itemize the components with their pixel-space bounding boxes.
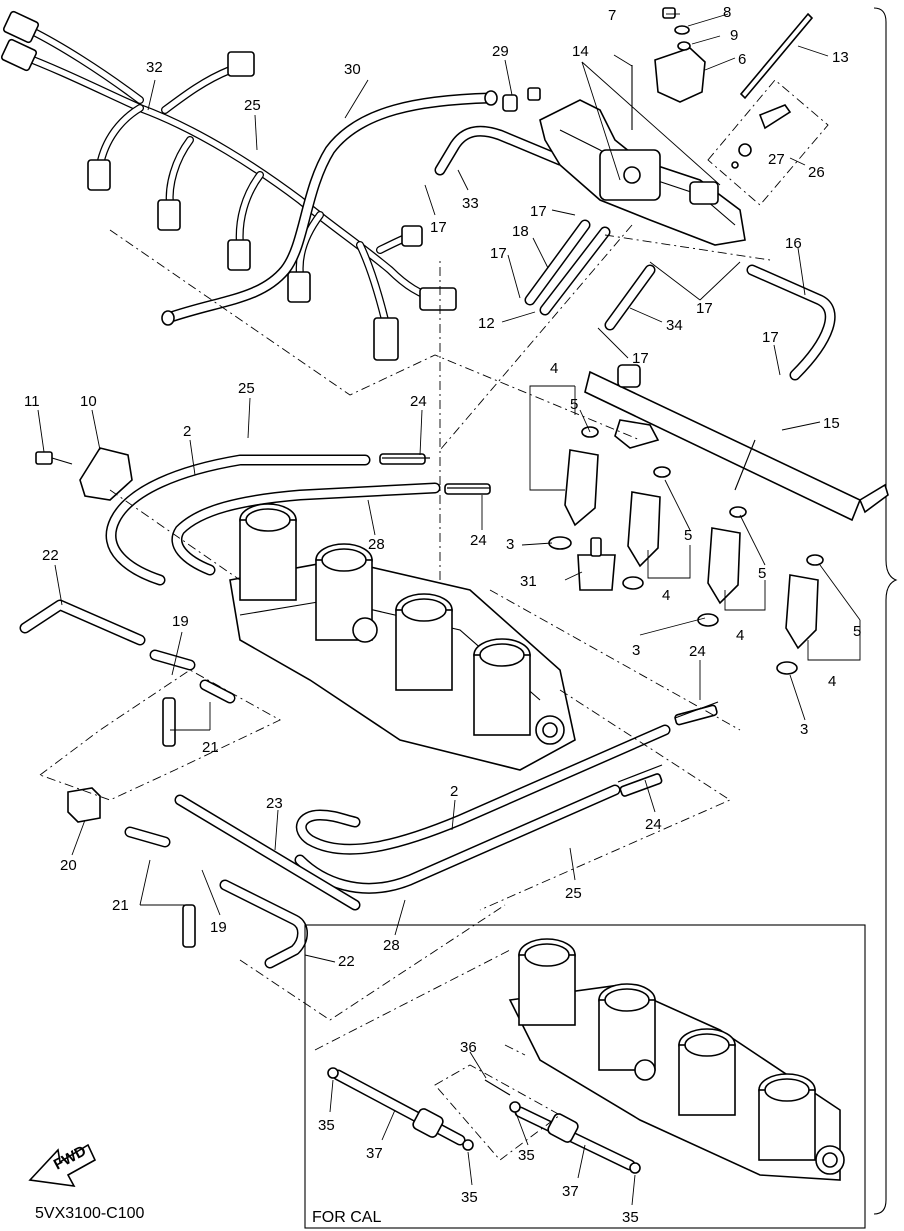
callout-33: 33 [462,195,479,212]
callout-31: 31 [520,573,537,590]
callout-24: 24 [470,532,487,549]
callout-23: 23 [266,795,283,812]
callout-18: 18 [512,223,529,240]
callout-4: 4 [662,587,670,604]
figure-code: 5VX3100-C100 [35,1205,145,1222]
callout-22: 22 [42,547,59,564]
callout-19: 19 [172,613,189,630]
callout-17: 17 [490,245,507,262]
callout-2: 2 [183,423,191,440]
callout-3: 3 [800,721,808,738]
callout-3: 3 [506,536,514,553]
callout-10: 10 [80,393,97,410]
fuel-rail [584,364,889,522]
callout-21: 21 [112,897,129,914]
callout-12: 12 [478,315,495,332]
callout-37: 37 [366,1145,383,1162]
bolts-24 [382,457,719,783]
vacuum-hoses-lower [19,453,718,969]
callout-4: 4 [736,627,744,644]
callout-24: 24 [689,643,706,660]
callout-20: 20 [60,857,77,874]
callout-17: 17 [762,329,779,346]
callout-17: 17 [430,219,447,236]
hose-33 [434,125,566,176]
callout-16: 16 [785,235,802,252]
callout-17: 17 [530,203,547,220]
callout-14: 14 [572,43,589,60]
callout-35: 35 [518,1147,535,1164]
callout-22: 22 [338,953,355,970]
callout-37: 37 [562,1183,579,1200]
fuel-injectors [548,426,824,675]
callout-9: 9 [730,27,738,44]
callout-4: 4 [828,673,836,690]
callout-15: 15 [823,415,840,432]
callout-5: 5 [758,565,766,582]
inset-label: FOR CAL [312,1209,381,1226]
callout-26: 26 [808,164,825,181]
assembly-brace [873,7,898,1215]
callout-7: 7 [608,7,616,24]
callout-13: 13 [832,49,849,66]
callout-30: 30 [344,61,361,78]
callout-17: 17 [632,350,649,367]
callout-2: 2 [450,783,458,800]
callout-5: 5 [570,396,578,413]
callout-28: 28 [383,937,400,954]
callout-6: 6 [738,51,746,68]
callout-19: 19 [210,919,227,936]
callout-25: 25 [238,380,255,397]
wire-harness [0,10,457,361]
callout-3: 3 [632,642,640,659]
callout-4: 4 [550,360,558,377]
callout-24: 24 [410,393,427,410]
callout-21: 21 [202,739,219,756]
callout-8: 8 [723,4,731,21]
intake-pressure-sensor [502,7,814,130]
callout-34: 34 [666,317,683,334]
callout-35: 35 [461,1189,478,1206]
callout-25: 25 [244,97,261,114]
callout-35: 35 [318,1117,335,1134]
callout-17: 17 [696,300,713,317]
callout-numbers: 7 8 9 6 13 14 29 32 30 25 26 27 17 33 17… [24,4,861,1226]
fuel-rail-block [539,99,746,246]
callout-5: 5 [684,527,692,544]
reference-lines [39,224,771,1021]
callout-24: 24 [645,816,662,833]
throttle-body-assembly [229,503,576,771]
callout-29: 29 [492,43,509,60]
check-valve-inset [707,79,829,206]
callout-5: 5 [853,623,861,640]
vacuum-hose-30 [161,90,498,326]
leader-lines [37,13,861,963]
callout-25: 25 [565,885,582,902]
callout-35: 35 [622,1209,639,1226]
callout-27: 27 [768,151,785,168]
callout-28: 28 [368,536,385,553]
for-cal-inset [304,924,866,1229]
fwd-arrow: FWD [28,1142,97,1188]
callout-36: 36 [460,1039,477,1056]
callout-32: 32 [146,59,163,76]
throttle-position-sensor [35,447,133,501]
callout-11: 11 [24,393,40,410]
